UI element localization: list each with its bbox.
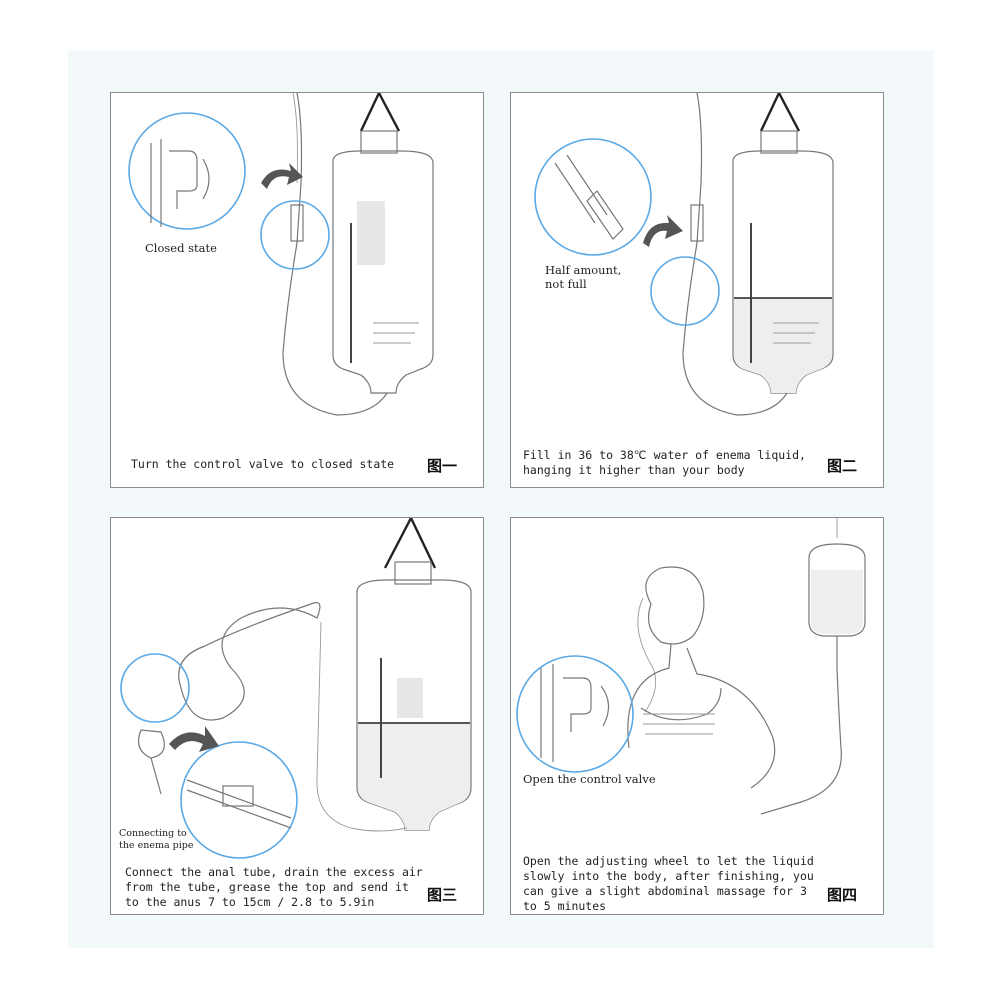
curved-arrow-icon bbox=[261, 163, 303, 189]
step-caption: Connect the anal tube, drain the excess … bbox=[125, 865, 423, 909]
figure-label: 图二 bbox=[827, 457, 858, 475]
step-panel-2: Half amount, not full Fill in 36 to 38℃ … bbox=[510, 92, 884, 488]
figure-label: 图一 bbox=[427, 457, 458, 475]
enema-bag-icon bbox=[534, 93, 834, 416]
woman-illustration-icon bbox=[516, 518, 866, 815]
curved-arrow-icon bbox=[643, 215, 683, 247]
callout-label: Half amount, not full bbox=[545, 263, 622, 291]
enema-bag-icon bbox=[128, 93, 434, 416]
callout-label: Closed state bbox=[145, 241, 217, 255]
step-caption: Open the adjusting wheel to let the liqu… bbox=[523, 854, 814, 913]
figure-label: 图三 bbox=[427, 886, 458, 904]
callout-label: Connecting to the enema pipe bbox=[119, 828, 194, 851]
enema-bag-icon bbox=[120, 518, 472, 859]
step-caption: Fill in 36 to 38℃ water of enema liquid,… bbox=[523, 448, 806, 477]
callout-label: Open the control valve bbox=[523, 772, 656, 786]
control-valve-icon bbox=[600, 685, 610, 727]
curved-arrow-icon bbox=[169, 726, 219, 752]
step-panel-3: Connecting to the enema pipe Connect the… bbox=[110, 517, 484, 915]
step-panel-1: Closed state Turn the control valve to c… bbox=[110, 92, 484, 488]
step-caption: Turn the control valve to closed state bbox=[131, 457, 395, 471]
figure-label: 图四 bbox=[827, 886, 858, 904]
step-panel-4: Open the control valve Open the adjustin… bbox=[510, 517, 884, 915]
